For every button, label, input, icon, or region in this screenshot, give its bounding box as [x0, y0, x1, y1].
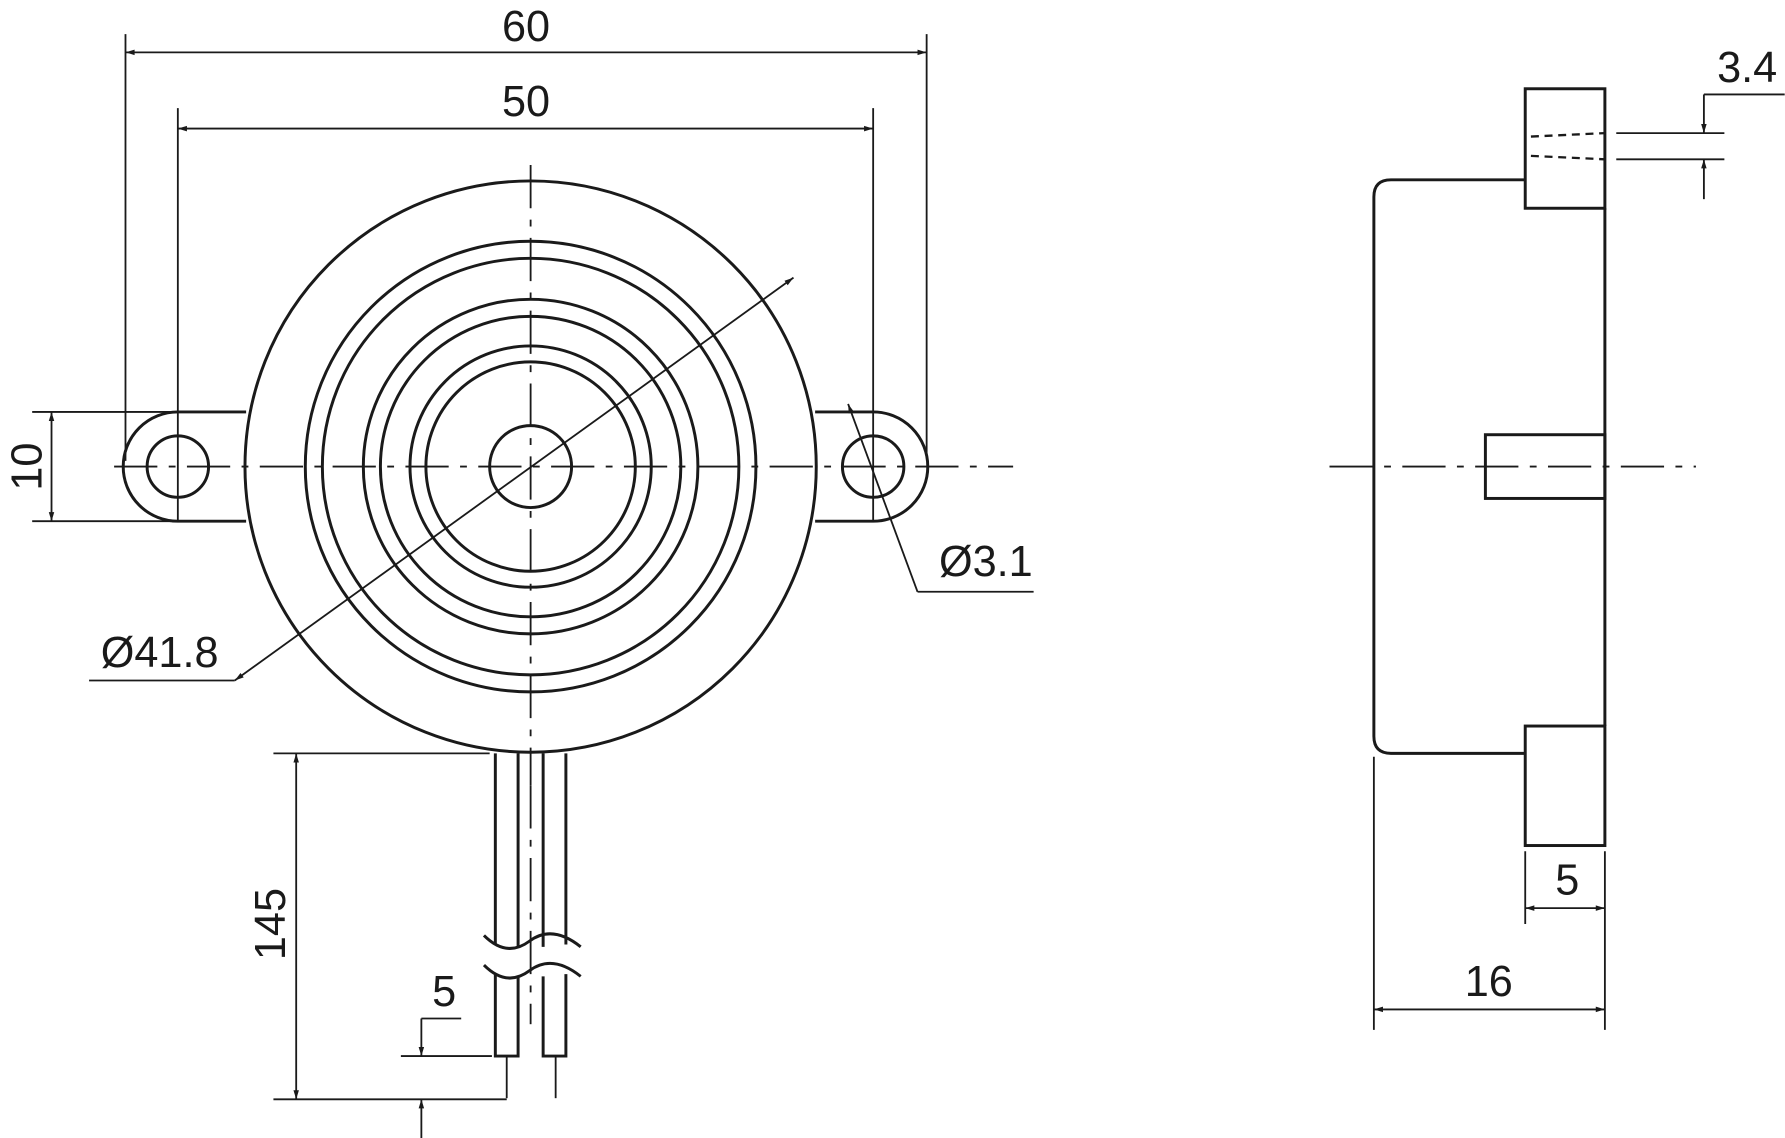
dimension-slot-width: 3.4 — [1616, 44, 1785, 200]
dim-label-60: 60 — [502, 3, 550, 51]
side-view: 3.4 5 16 — [1329, 44, 1785, 1030]
dim-label-50: 50 — [502, 78, 550, 126]
bottom-tab — [1523, 724, 1607, 848]
lead-wires — [482, 753, 582, 1099]
dimension-body-diameter: Ø41.8 — [89, 276, 795, 682]
dim-label-5-tab: 5 — [1555, 856, 1579, 904]
dim-label-5-leads: 5 — [432, 968, 456, 1016]
dimension-tab-depth: 5 — [1524, 851, 1606, 925]
dim-label-41-8: Ø41.8 — [101, 629, 219, 677]
dim-label-10: 10 — [3, 443, 51, 491]
dim-label-3-4: 3.4 — [1717, 44, 1777, 92]
top-tab — [1523, 87, 1607, 210]
dimension-hole-spacing: 50 — [176, 78, 875, 522]
dim-label-3-1: Ø3.1 — [939, 538, 1033, 586]
front-view: 60 50 10 Ø41.8 Ø3.1 145 — [3, 3, 1034, 1138]
dimension-overall-width: 60 — [124, 3, 928, 461]
dimension-lead-length: 145 — [247, 752, 507, 1101]
dimension-overall-depth: 16 — [1372, 756, 1606, 1030]
dim-label-145: 145 — [247, 888, 295, 960]
dimension-hole-diameter: Ø3.1 — [847, 403, 1034, 593]
dimension-tab-height: 10 — [3, 411, 172, 523]
dim-label-16: 16 — [1465, 958, 1513, 1006]
dimension-lead-spacing: 5 — [400, 968, 492, 1138]
